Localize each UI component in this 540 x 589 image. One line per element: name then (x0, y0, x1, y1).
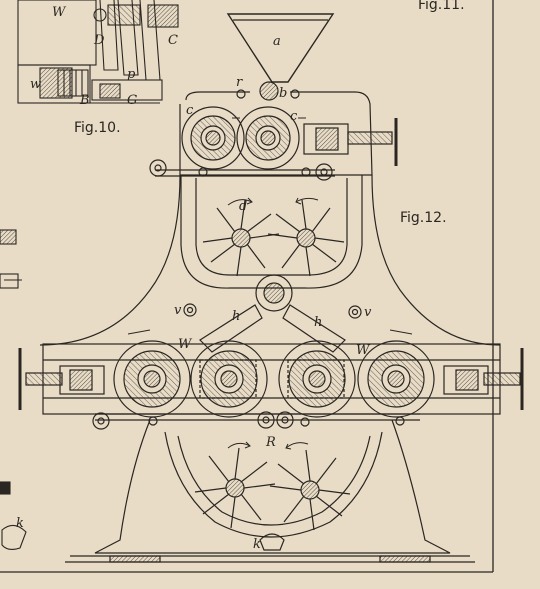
label-R: R (265, 435, 276, 450)
label-a: a (273, 34, 281, 49)
label-b: b (279, 86, 287, 101)
fig10-label-W: W (52, 5, 67, 20)
label-k-bottom: k (253, 537, 261, 552)
figure-10-labels: W D C w B p G (30, 5, 178, 108)
agitator-upper-right (267, 199, 345, 277)
label-W-left: W (178, 337, 193, 352)
figure-12-caption: Fig.12. (400, 210, 447, 226)
figure-12-labels: a r b c c d v v h h W W R k (174, 34, 372, 552)
fig10-label-C: C (168, 33, 178, 48)
label-W-right: W (356, 343, 371, 358)
fig10-label-B: B (79, 93, 90, 108)
label-r: r (236, 75, 243, 90)
label-c-left: c (186, 103, 194, 118)
rotation-arrows (127, 117, 413, 450)
plate-borders (0, 0, 494, 573)
label-v-right: v (364, 305, 372, 320)
label-v-left: v (174, 303, 182, 318)
fig10-label-D: D (93, 33, 105, 48)
fig10-label-G: G (127, 93, 137, 108)
figure-10-caption: Fig.10. (74, 120, 121, 136)
label-h-right: h (314, 315, 322, 330)
fig10-label-p: p (127, 67, 136, 82)
figure-11-caption: Fig.11. (418, 0, 465, 13)
figure-12-drawing (18, 13, 524, 563)
margin-fragments (0, 229, 27, 551)
figure-10-drawing (17, 0, 179, 104)
fig10-label-w: w (30, 77, 41, 92)
agitator-lower-right (269, 449, 351, 531)
agitator-upper-left (202, 199, 280, 277)
label-c-right: c (290, 109, 298, 124)
label-h-left: h (232, 309, 240, 324)
label-d: d (239, 199, 247, 214)
agitator-lower-left (194, 447, 276, 529)
margin-label-k: k (16, 516, 24, 531)
